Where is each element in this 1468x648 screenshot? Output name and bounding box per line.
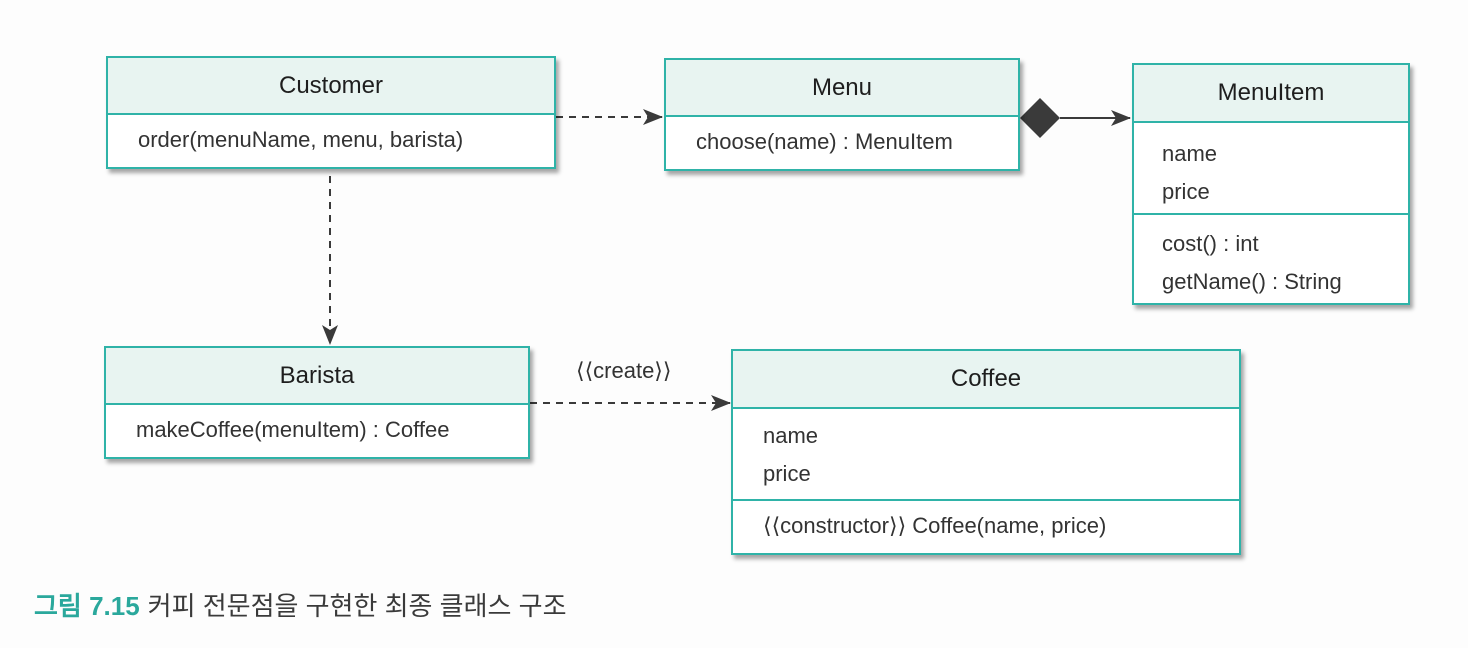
class-customer: Customer order(menuName, menu, barista)	[106, 56, 556, 169]
create-stereotype-label: ⟨⟨create⟩⟩	[576, 358, 672, 383]
class-menu-operations: choose(name) : MenuItem	[666, 117, 1018, 155]
class-barista-name: Barista	[106, 348, 528, 405]
operation: getName() : String	[1162, 269, 1342, 294]
attribute: name	[1162, 141, 1218, 166]
class-coffee: Coffee name price ⟨⟨constructor⟩⟩ Coffee…	[731, 349, 1241, 555]
class-barista: Barista makeCoffee(menuItem) : Coffee	[104, 346, 530, 459]
class-menuitem-attributes: name price	[1134, 123, 1408, 213]
attribute: price	[763, 461, 811, 486]
class-coffee-name: Coffee	[733, 351, 1239, 409]
operation: ⟨⟨constructor⟩⟩ Coffee(name, price)	[763, 513, 1107, 538]
attribute: price	[1162, 179, 1210, 204]
class-menuitem-name: MenuItem	[1134, 65, 1408, 123]
class-coffee-attributes: name price	[733, 409, 1239, 499]
operation: makeCoffee(menuItem) : Coffee	[136, 417, 450, 442]
class-menu-name: Menu	[666, 60, 1018, 117]
class-barista-operations: makeCoffee(menuItem) : Coffee	[106, 405, 528, 443]
attribute: name	[763, 423, 819, 448]
class-customer-operations: order(menuName, menu, barista)	[108, 115, 554, 153]
class-menu: Menu choose(name) : MenuItem	[664, 58, 1020, 171]
class-menuitem-operations: cost() : int getName() : String	[1134, 213, 1408, 301]
class-menuitem: MenuItem name price cost() : int getName…	[1132, 63, 1410, 305]
figure-number: 그림 7.15	[34, 591, 140, 621]
operation: cost() : int	[1162, 231, 1259, 256]
composition-diamond	[1020, 98, 1060, 138]
class-customer-name: Customer	[108, 58, 554, 115]
figure-caption-text: 커피 전문점을 구현한 최종 클래스 구조	[147, 591, 567, 621]
operation: order(menuName, menu, barista)	[138, 127, 464, 152]
operation: choose(name) : MenuItem	[696, 129, 953, 154]
class-coffee-operations: ⟨⟨constructor⟩⟩ Coffee(name, price)	[733, 499, 1239, 539]
